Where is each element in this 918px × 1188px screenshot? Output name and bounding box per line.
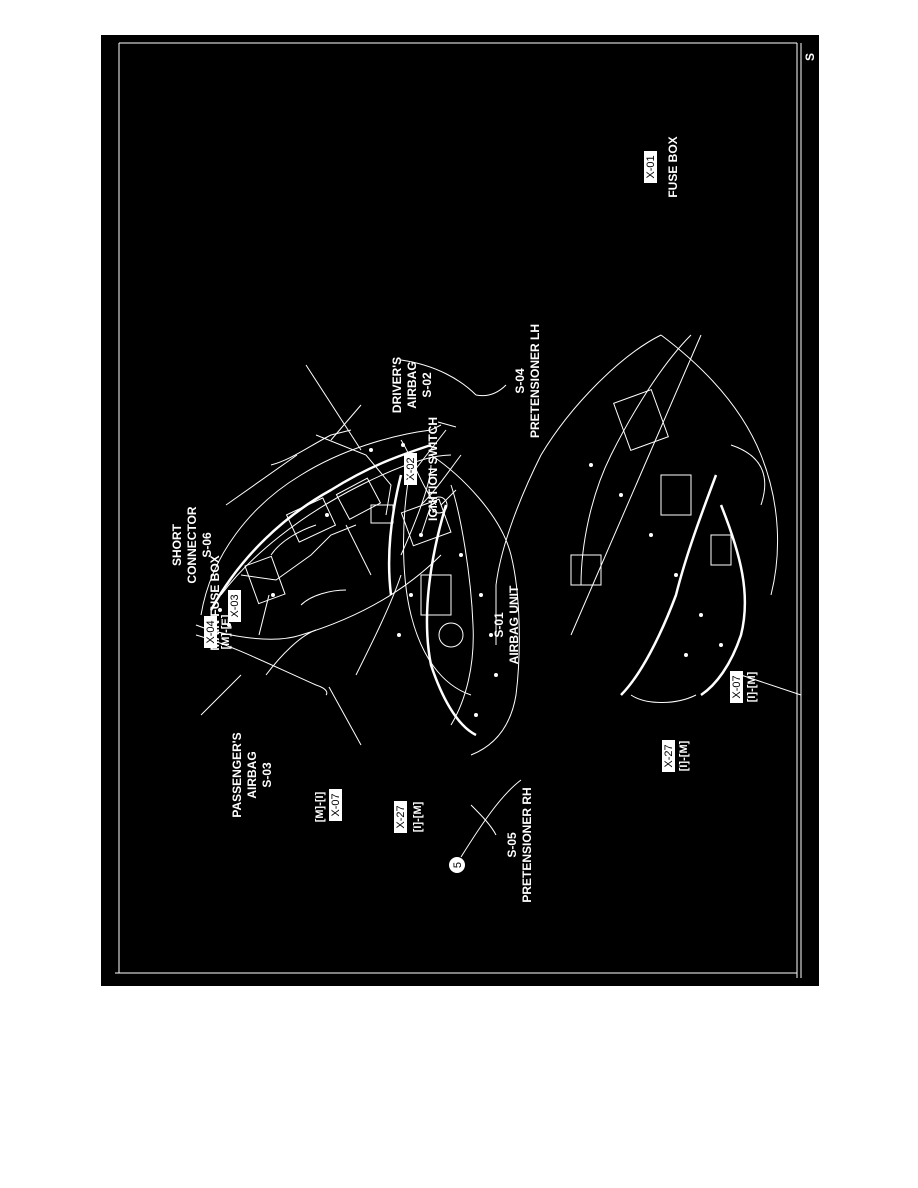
short-connector-line2: CONNECTOR <box>185 506 199 583</box>
page-letter: S <box>803 53 817 61</box>
engine-harness <box>425 504 477 737</box>
label-drivers-airbag: DRIVER'S AIRBAG S-02 <box>390 357 434 413</box>
engine-bay-illustration <box>200 454 520 756</box>
passengers-airbag-line2: AIRBAG <box>245 751 259 798</box>
x27-top-ref: [I]-[M] <box>412 801 424 832</box>
drivers-airbag-line1: DRIVER'S <box>390 357 404 413</box>
x04-ref: [M]-[E] <box>220 614 232 649</box>
pretensioner-rh-text: PRETENSIONER RH <box>520 787 534 902</box>
x01-box <box>644 151 657 183</box>
main-harness <box>209 443 432 611</box>
instrument-panel-illustration <box>195 424 462 696</box>
ignition-switch-text: IGNITION SWITCH <box>426 417 440 521</box>
x03-code: X-03 <box>229 594 241 617</box>
x03-box <box>228 590 241 622</box>
passengers-airbag-code: S-03 <box>260 762 274 788</box>
wiring-location-diagram: S SHORT <box>115 42 817 978</box>
x07-top-ref: [M]-[I] <box>314 791 326 822</box>
label-passengers-airbag: PASSENGER'S AIRBAG S-03 <box>230 732 274 817</box>
label-fuse-box: X-01 FUSE BOX <box>644 136 680 198</box>
connector-x04: X-04 [M]-[E] <box>204 614 232 649</box>
pretensioner-rh-code: S-05 <box>505 832 519 858</box>
connector-x27-bottom: X-27 [I]-[M] <box>662 740 690 772</box>
x27-top-box <box>394 801 407 833</box>
x04-box <box>204 616 217 648</box>
ground-point-number: 5 <box>452 862 464 868</box>
connector-x07-bottom: X-07 [I]-[M] <box>730 671 758 703</box>
x27-bottom-ref: [I]-[M] <box>678 740 690 771</box>
short-connector-line1: SHORT <box>170 523 184 566</box>
x07-top-box <box>329 789 342 821</box>
top-cluster-leaders <box>225 364 457 746</box>
x27-top-code: X-27 <box>395 805 407 828</box>
x27-bottom-code: X-27 <box>663 744 675 767</box>
x07-bottom-ref: [I]-[M] <box>746 671 758 702</box>
airbag-unit-text: AIRBAG UNIT <box>507 585 521 664</box>
diagram-frame: S SHORT <box>101 35 819 986</box>
x07-bottom-box <box>730 671 743 703</box>
x27-bottom-box <box>662 740 675 772</box>
x07-bottom-code: X-07 <box>731 675 743 698</box>
drivers-airbag-code: S-02 <box>420 372 434 398</box>
passengers-airbag-line1: PASSENGER'S <box>230 732 244 817</box>
x04-code: X-04 <box>205 620 217 643</box>
dashboard-illustration <box>495 334 802 703</box>
pretensioner-lh-code: S-04 <box>513 368 527 394</box>
fuse-box-text: FUSE BOX <box>666 136 680 197</box>
label-pretensioner-rh: S-05 PRETENSIONER RH <box>470 787 534 903</box>
pretensioner-lh-text: PRETENSIONER LH <box>528 324 542 438</box>
x07-top-code: X-07 <box>330 793 342 816</box>
airbag-unit-code: S-01 <box>492 612 506 638</box>
connector-x07-top: [M]-[I] X-07 <box>314 789 342 822</box>
label-short-connector: SHORT CONNECTOR S-06 <box>170 506 214 583</box>
short-connector-code: S-06 <box>200 532 214 558</box>
x02-code: X-02 <box>405 457 417 480</box>
dash-harness <box>620 474 718 696</box>
connector-x27-top: X-27 [I]-[M] <box>394 801 424 833</box>
label-pretensioner-lh: S-04 PRETENSIONER LH <box>400 324 542 438</box>
drivers-airbag-line2: AIRBAG <box>405 361 419 408</box>
ground-point: 5 <box>449 779 522 873</box>
x01-code: X-01 <box>645 155 657 178</box>
